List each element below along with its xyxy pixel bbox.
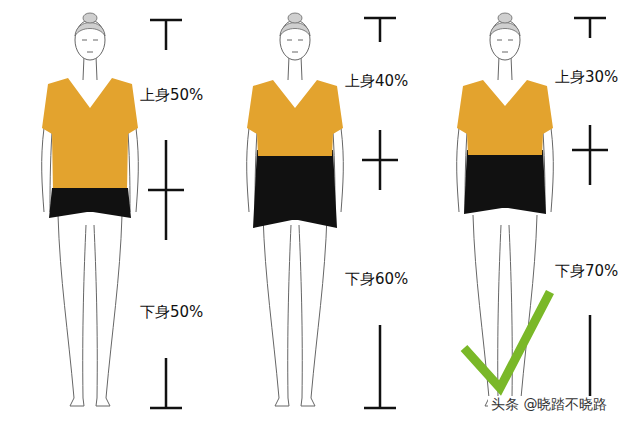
- proportion-label: 上身50%: [140, 86, 203, 104]
- proportion-label: 下身60%: [345, 270, 408, 288]
- proportion-label: 下身70%: [555, 262, 618, 280]
- proportion-label: 上身30%: [555, 68, 618, 86]
- measure-bracket: [148, 18, 608, 408]
- proportion-label: 下身50%: [140, 303, 203, 321]
- proportion-label: 上身40%: [345, 72, 408, 90]
- watermark: 头条 @晓踏不晓路: [488, 396, 610, 413]
- check-mark: [464, 292, 550, 388]
